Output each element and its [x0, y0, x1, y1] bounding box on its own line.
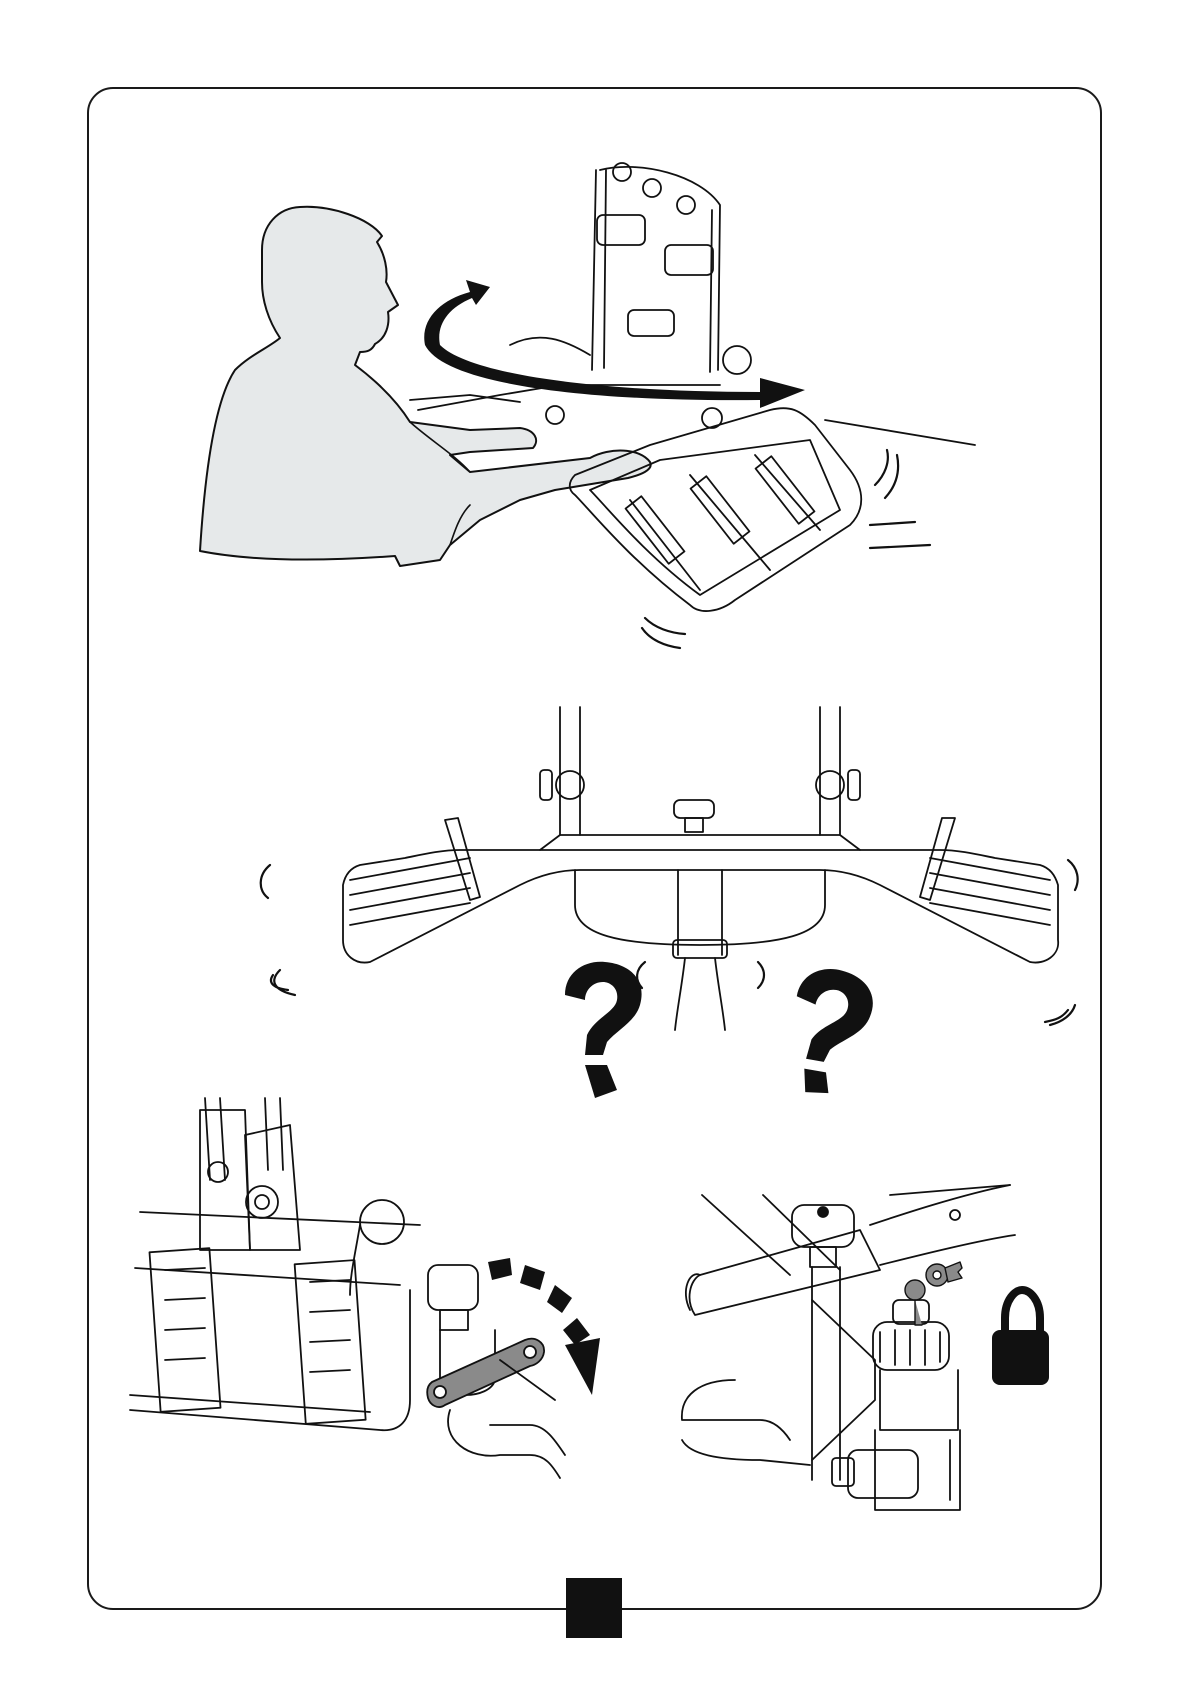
panel-tilt-carrier [200, 163, 975, 648]
carrier-rear-view [343, 707, 1058, 1030]
panel-tighten-knob [130, 1098, 600, 1478]
motion-marks [642, 450, 930, 648]
panel-lock [682, 1185, 1049, 1510]
page-number-tab [566, 1578, 622, 1638]
curved-arrow-icon [424, 280, 805, 408]
question-mark-icon [565, 962, 642, 1098]
panel-check-stability [261, 707, 1078, 1101]
bike-carrier-drawing [410, 163, 975, 611]
key-drawing [905, 1262, 962, 1325]
question-mark-icon [781, 963, 878, 1101]
padlock-icon [992, 1290, 1049, 1385]
motion-marks [261, 860, 1078, 1025]
